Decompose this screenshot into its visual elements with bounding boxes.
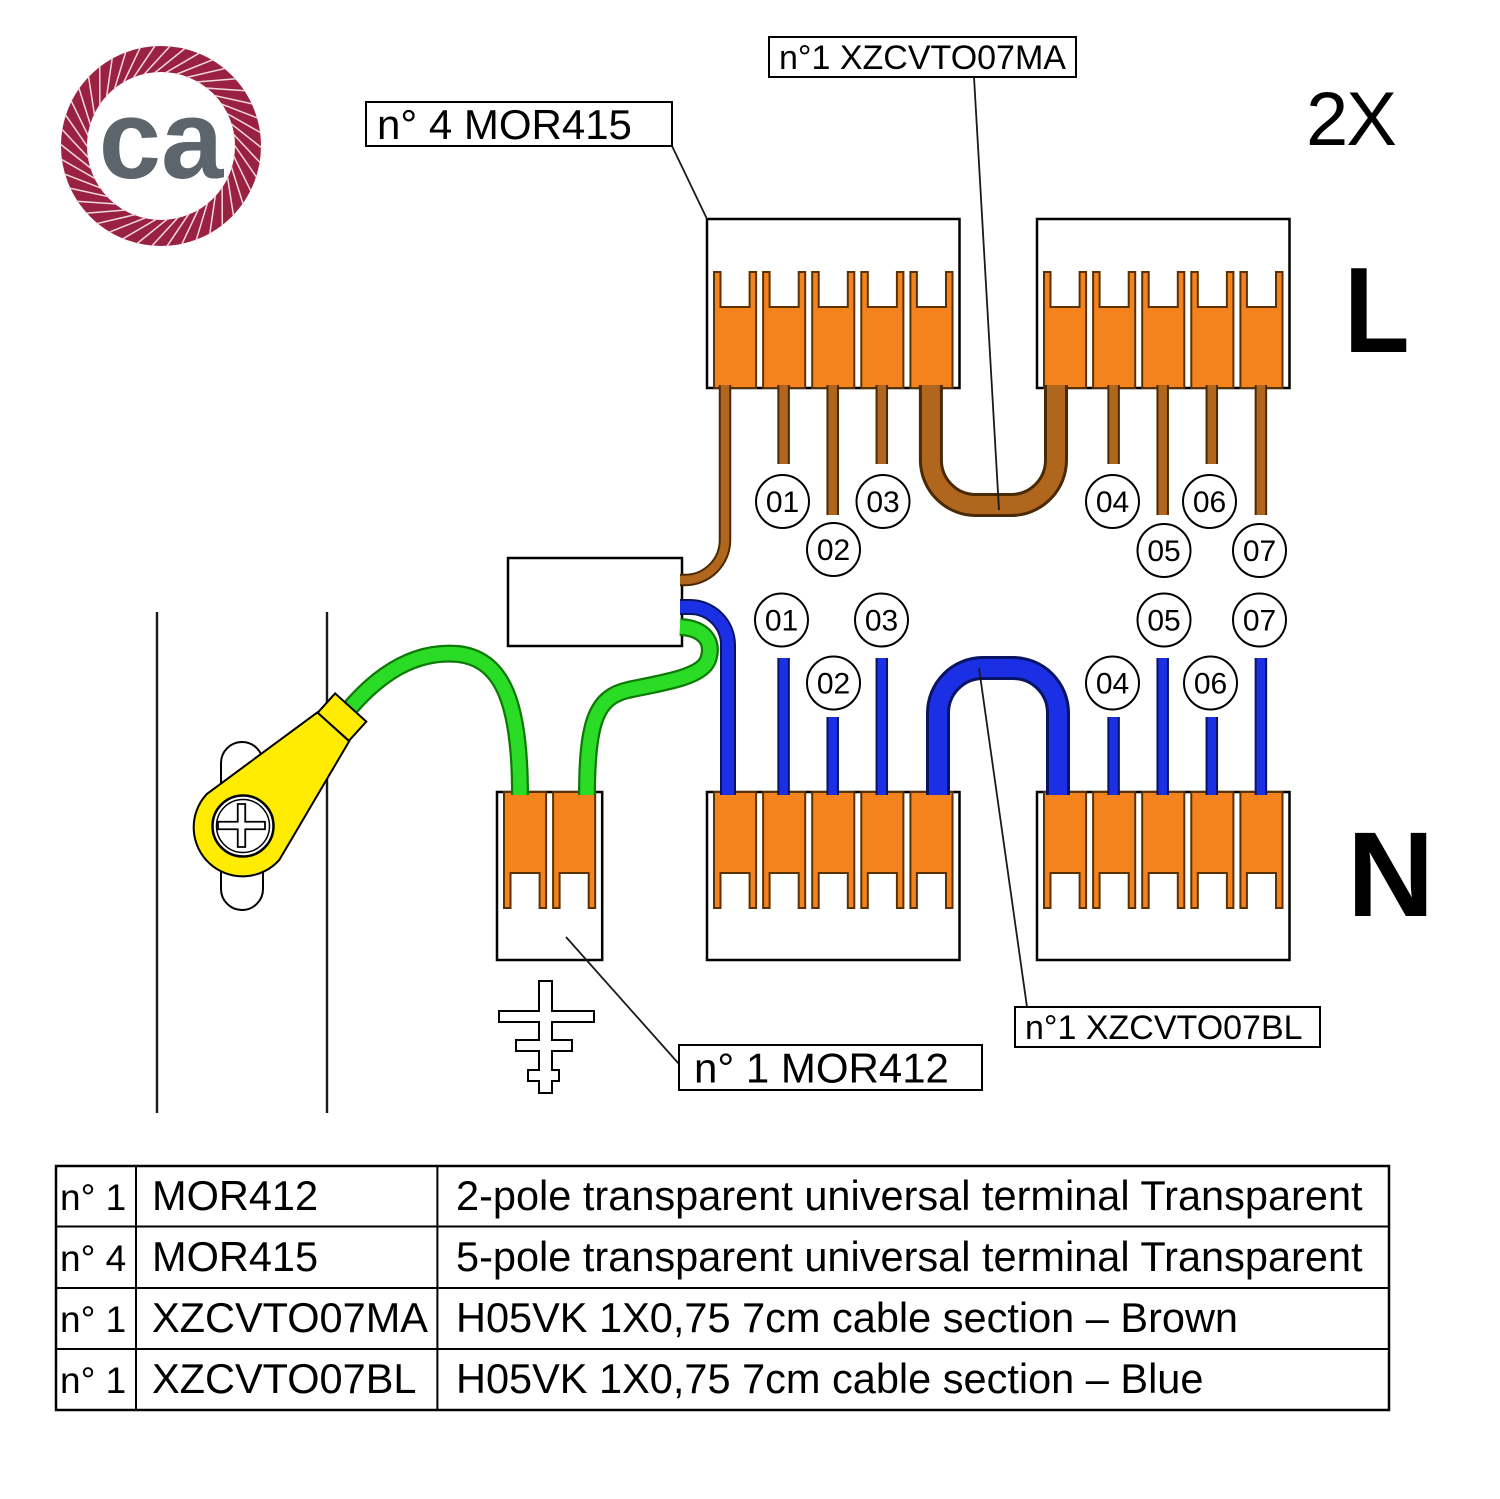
svg-text:5-pole transparent universal t: 5-pole transparent universal terminal Tr… xyxy=(456,1233,1363,1280)
svg-text:01: 01 xyxy=(766,486,799,519)
svg-text:XZCVTO07MA: XZCVTO07MA xyxy=(152,1294,428,1341)
svg-text:n°1 XZCVTO07MA: n°1 XZCVTO07MA xyxy=(779,39,1066,77)
svg-text:n° 1 MOR412: n° 1 MOR412 xyxy=(694,1045,949,1092)
svg-text:02: 02 xyxy=(817,668,850,701)
svg-text:02: 02 xyxy=(817,534,850,567)
svg-text:03: 03 xyxy=(865,605,898,638)
svg-text:MOR415: MOR415 xyxy=(152,1233,318,1280)
svg-text:L: L xyxy=(1344,243,1410,379)
svg-text:2X: 2X xyxy=(1306,77,1396,162)
svg-text:04: 04 xyxy=(1096,668,1129,701)
svg-text:06: 06 xyxy=(1194,668,1227,701)
svg-text:05: 05 xyxy=(1147,535,1180,568)
svg-text:07: 07 xyxy=(1243,535,1276,568)
svg-text:N: N xyxy=(1347,806,1434,942)
svg-text:H05VK 1X0,75 7cm cable section: H05VK 1X0,75 7cm cable section – Blue xyxy=(456,1355,1203,1402)
svg-text:03: 03 xyxy=(866,486,899,519)
svg-text:XZCVTO07BL: XZCVTO07BL xyxy=(152,1355,416,1402)
svg-text:MOR412: MOR412 xyxy=(152,1172,318,1219)
svg-text:n° 1: n° 1 xyxy=(60,1360,126,1401)
svg-text:ca: ca xyxy=(99,77,224,202)
svg-text:2-pole transparent universal t: 2-pole transparent universal terminal Tr… xyxy=(456,1172,1363,1219)
svg-text:04: 04 xyxy=(1096,486,1129,519)
svg-text:05: 05 xyxy=(1147,605,1180,638)
svg-text:n° 4 MOR415: n° 4 MOR415 xyxy=(377,101,632,148)
svg-text:06: 06 xyxy=(1193,486,1226,519)
svg-text:n° 1: n° 1 xyxy=(60,1177,126,1218)
svg-text:n° 4: n° 4 xyxy=(60,1238,126,1279)
svg-text:07: 07 xyxy=(1243,605,1276,638)
svg-text:01: 01 xyxy=(765,605,798,638)
svg-text:H05VK 1X0,75 7cm cable section: H05VK 1X0,75 7cm cable section – Brown xyxy=(456,1294,1238,1341)
svg-text:n° 1: n° 1 xyxy=(60,1299,126,1340)
svg-text:n°1 XZCVTO07BL: n°1 XZCVTO07BL xyxy=(1025,1009,1303,1047)
